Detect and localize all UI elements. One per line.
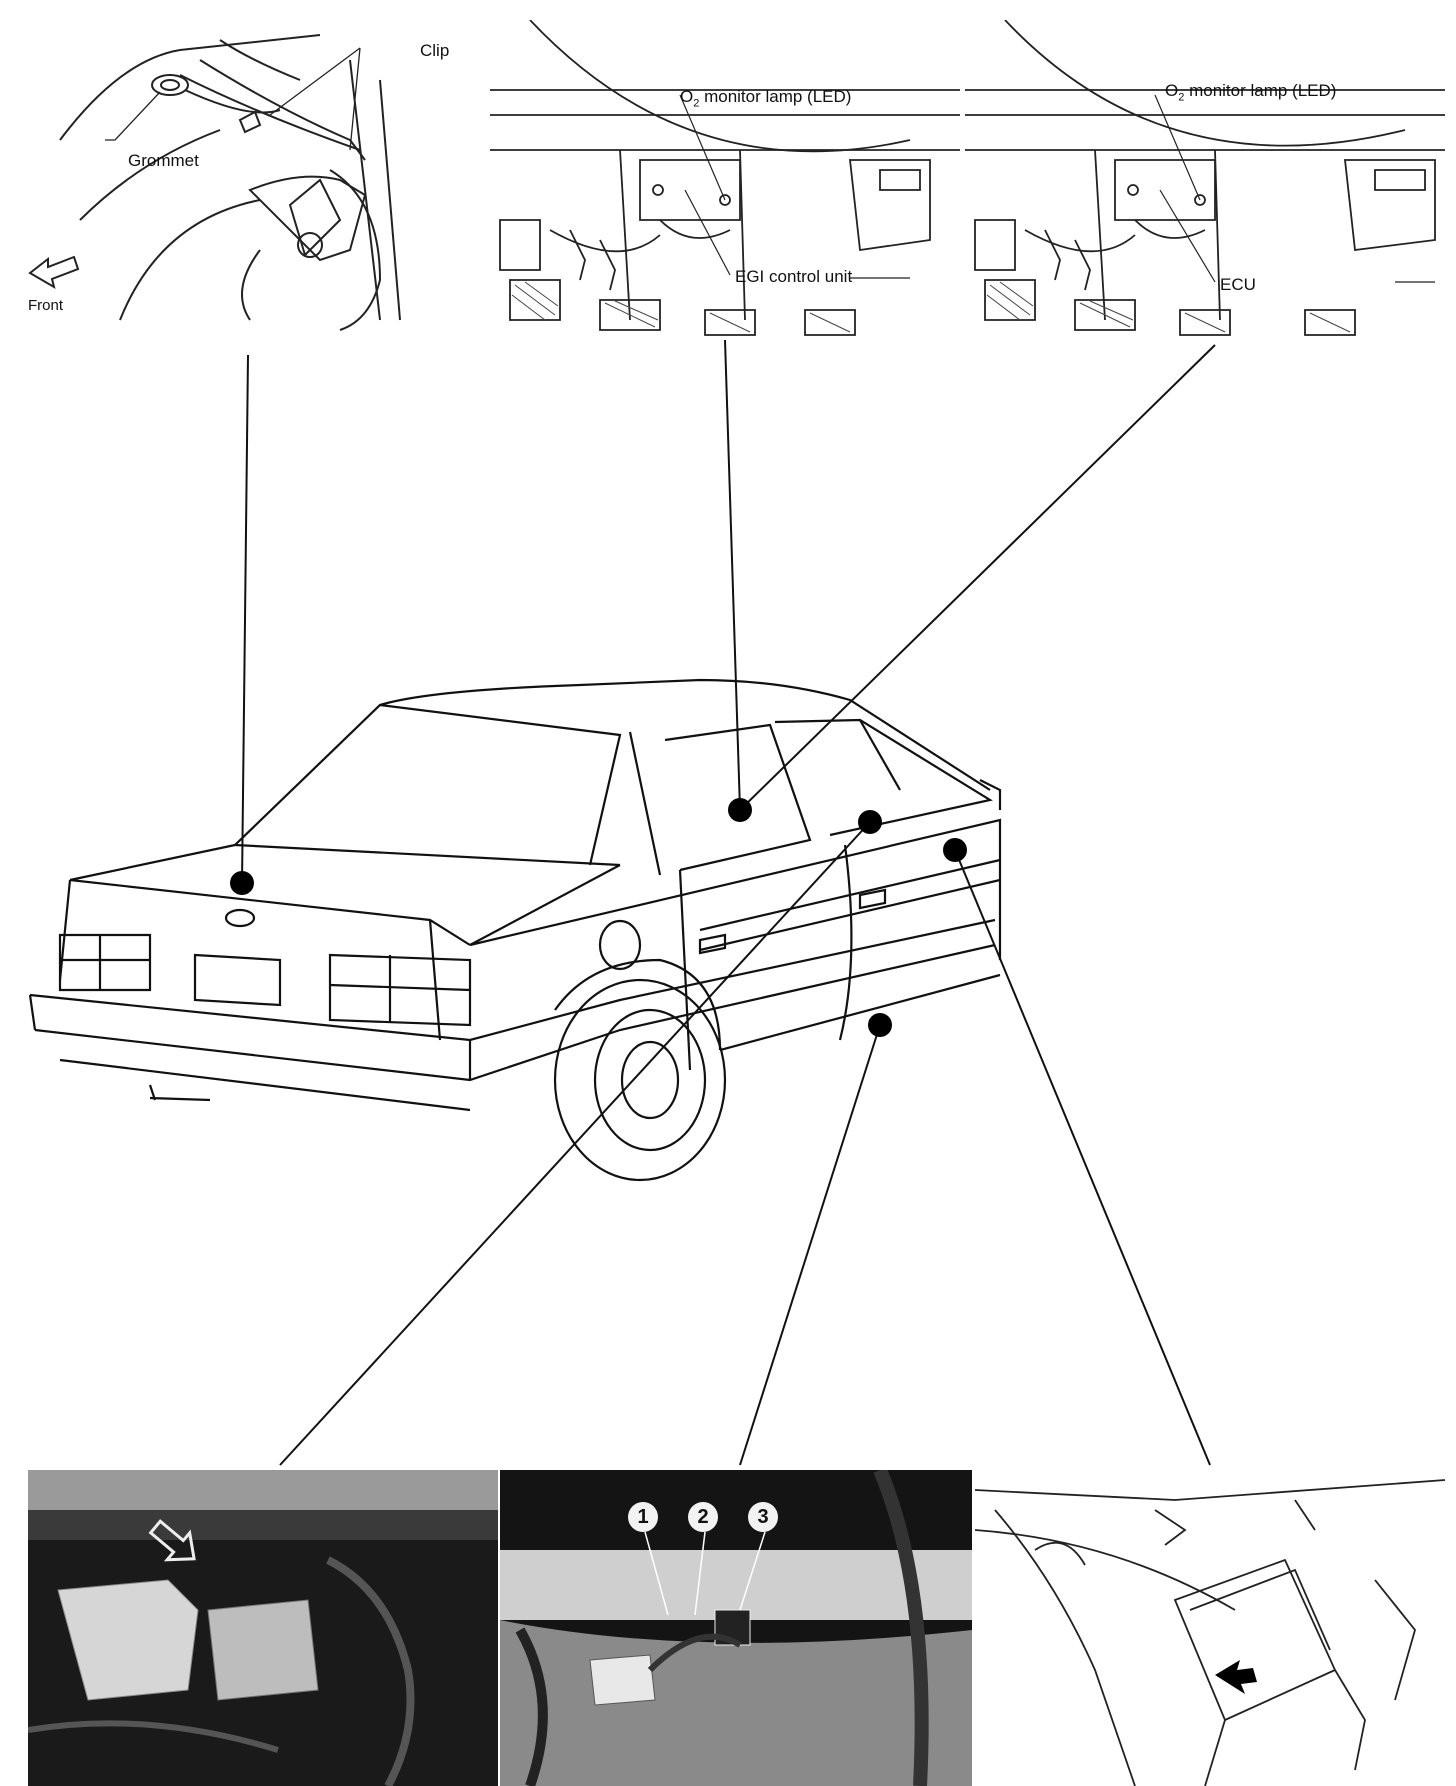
ecu-panel: O2 monitor lamp (LED) ECU [965,20,1445,340]
callout-1: 1 [628,1502,658,1532]
grommet-label: Grommet [128,151,199,170]
callout-3: 3 [748,1502,778,1532]
callout-2: 2 [688,1502,718,1532]
dashboard-underside-sketch-2 [965,20,1445,336]
location-dots [230,798,967,1037]
egi-control-unit-panel: O2 monitor lamp (LED) EGI control unit [490,20,960,340]
trunk-harness-sketch [28,34,401,331]
photo-harness-connectors-content [500,1470,972,1786]
egi-control-unit-label: EGI control unit [735,267,853,286]
o2-monitor-lamp-label-1: O2 monitor lamp (LED) [680,87,852,110]
photo-harness-connectors: 1 2 3 [500,1470,972,1786]
control-unit-bracket-sketch-content [975,1479,1445,1786]
photo-rear-bracket [28,1470,498,1786]
car-body-outline [28,678,1002,1182]
trunk-harness-panel: Grommet Front [20,20,430,350]
clip-label-display: Clip [420,41,450,60]
control-unit-bracket-sketch [975,1470,1445,1786]
ecu-label: ECU [1220,275,1256,294]
dashboard-underside-sketch-1 [490,20,960,336]
o2-monitor-lamp-label-2: O2 monitor lamp (LED) [1165,81,1337,104]
front-label: Front [28,297,64,314]
photo-rear-bracket-content [28,1470,498,1786]
leader-lines [241,339,1216,1466]
